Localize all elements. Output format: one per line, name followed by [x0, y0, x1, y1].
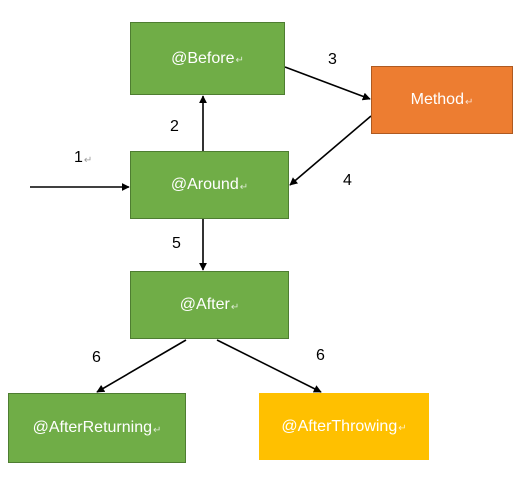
arrow-before-to-method — [284, 66, 371, 101]
step-label-3: 3 — [328, 52, 337, 68]
after-throwing-label: @AfterThrowing — [281, 417, 398, 435]
after-returning-label: @AfterReturning — [32, 419, 152, 436]
paragraph-mark-icon: ↵ — [153, 424, 162, 436]
step-number: 2 — [170, 118, 179, 135]
after-throwing-advice-node: @AfterThrowing↵ — [259, 393, 429, 460]
step-number: 6 — [316, 347, 325, 364]
step-number: 4 — [343, 172, 352, 189]
step-number: 6 — [92, 349, 101, 366]
paragraph-mark-icon: ↵ — [230, 301, 240, 313]
step-number: 1 — [74, 149, 83, 166]
before-advice-node: @Before↵ — [130, 22, 285, 95]
before-advice-label: @Before — [171, 49, 235, 67]
arrow-after-to-returning — [96, 339, 187, 393]
arrow-after-to-throwing — [216, 339, 322, 393]
step-label-2: 2 — [170, 119, 179, 135]
arrow-method-to-around — [289, 115, 372, 186]
around-advice-node: @Around↵ — [130, 151, 289, 219]
after-advice-label: @After — [179, 296, 230, 313]
paragraph-mark-icon: ↵ — [235, 55, 244, 66]
step-label-5: 5 — [172, 236, 181, 252]
step-label-6-throwing: 6 — [316, 348, 325, 364]
after-advice-node: @After↵ — [130, 271, 289, 339]
step-number: 5 — [172, 235, 181, 252]
step-number: 3 — [328, 51, 337, 68]
after-returning-advice-node: @AfterReturning↵ — [8, 393, 186, 463]
step-label-1: 1↵ — [74, 150, 92, 166]
paragraph-mark-icon: ↵ — [239, 181, 249, 193]
around-advice-label: @Around — [170, 176, 239, 193]
paragraph-mark-icon: ↵ — [398, 423, 407, 434]
method-label: Method — [410, 91, 464, 108]
step-label-6-returning: 6 — [92, 350, 101, 366]
step-label-4: 4 — [343, 173, 352, 189]
paragraph-mark-icon: ↵ — [83, 155, 93, 166]
method-node: Method↵ — [371, 66, 513, 134]
paragraph-mark-icon: ↵ — [464, 96, 474, 108]
